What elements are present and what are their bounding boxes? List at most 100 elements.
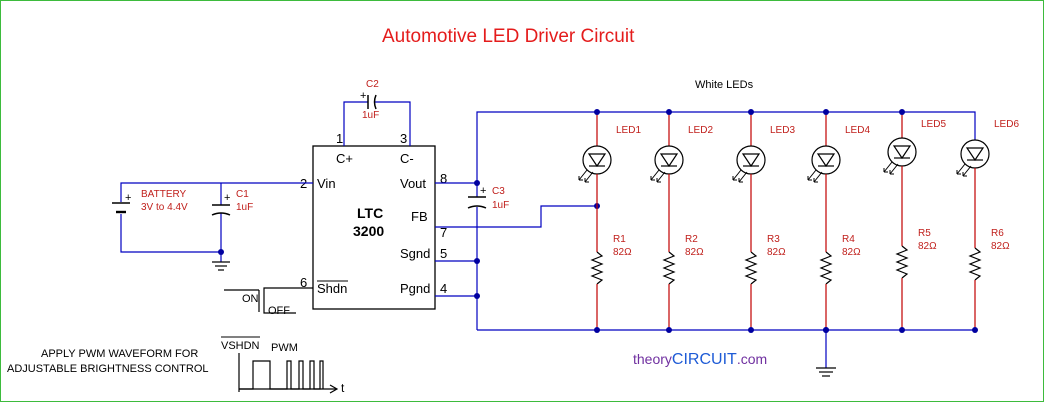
led-label: LED1	[616, 125, 641, 136]
resistor-name: R6	[991, 228, 1004, 239]
light-arrow-icon	[962, 165, 972, 177]
c3-polarity: +	[480, 185, 486, 197]
resistor-name: R1	[613, 234, 626, 245]
light-arrow-icon	[889, 163, 899, 175]
pin-label-vin: Vin	[317, 176, 336, 191]
brand-suffix: .com	[737, 351, 767, 367]
light-arrow-icon	[813, 171, 823, 183]
led-icon	[736, 145, 766, 175]
pin-num-5: 5	[440, 246, 447, 261]
brand-highlight: CIRCUIT	[672, 351, 737, 368]
light-arrow-icon	[807, 169, 817, 181]
resistor-name: R3	[767, 234, 780, 245]
battery-range: 3V to 4.4V	[141, 202, 188, 213]
junction-dot	[594, 109, 600, 115]
led-triangle	[965, 147, 985, 162]
led-branches: LED1R182ΩLED2R282ΩLED3R382ΩLED4R482ΩLED5…	[578, 109, 1019, 333]
resistor-zigzag	[590, 251, 604, 285]
pwm-note-line2: ADJUSTABLE BRIGHTNESS CONTROL	[7, 363, 209, 375]
led-triangle	[659, 153, 679, 168]
waveform-arrow	[329, 384, 339, 394]
led-icon	[887, 137, 917, 167]
led-icon	[654, 145, 684, 175]
junction-dot	[748, 327, 754, 333]
resistor-value: 82Ω	[918, 241, 937, 252]
pwm-waveform	[239, 360, 324, 390]
pin-num-7: 7	[440, 225, 447, 240]
led-label: LED5	[921, 119, 946, 130]
junction-dot	[218, 249, 224, 255]
c2-name: C2	[366, 79, 379, 90]
pin-num-6: 6	[300, 275, 307, 290]
c2-value: 1uF	[362, 110, 379, 121]
pin-label-sgnd: Sgnd	[400, 246, 430, 261]
battery-section: + BATTERY 3V to 4.4V + C1 1uF	[112, 182, 313, 271]
capacitor-c2: C2 1uF +	[343, 79, 411, 146]
led-icon	[811, 145, 841, 175]
junction-dot	[666, 327, 672, 333]
resistor-value: 82Ω	[613, 247, 632, 258]
c2-wire-left	[343, 101, 368, 146]
junction-dot	[474, 180, 480, 186]
junction-dot	[474, 258, 480, 264]
resistor-name: R2	[685, 234, 698, 245]
light-arrow-icon	[578, 169, 588, 181]
light-arrow-icon	[656, 171, 666, 183]
light-arrow-icon	[738, 171, 748, 183]
ltc3200-ic: LTC 3200 C+ C- Vin Vout FB Sgnd Pgnd Shd…	[300, 131, 447, 310]
output-section: + C3 1uF	[435, 111, 976, 377]
diagram-title: Automotive LED Driver Circuit	[382, 26, 635, 47]
brand-prefix: theory	[633, 351, 672, 367]
pin-label-cminus: C-	[400, 151, 414, 166]
resistor-value: 82Ω	[991, 241, 1010, 252]
resistor-value: 82Ω	[842, 247, 861, 258]
c3-name: C3	[492, 186, 505, 197]
resistor-value: 82Ω	[685, 247, 704, 258]
resistor-value: 82Ω	[767, 247, 786, 258]
ic-name-line1: LTC	[357, 205, 383, 221]
pin-label-fb: FB	[411, 209, 428, 224]
junction-dot	[823, 109, 829, 115]
pin-label-shdn: Shdn	[317, 281, 347, 296]
pwm-label: PWM	[271, 342, 298, 354]
shdn-switch: ON OFF	[224, 287, 313, 317]
switch-on-label: ON	[242, 293, 259, 305]
junction-dot	[972, 327, 978, 333]
led-label: LED3	[770, 125, 795, 136]
junction-dot	[594, 327, 600, 333]
c3-plate-minus	[467, 205, 487, 209]
c2-polarity: +	[360, 90, 366, 102]
vout-bus	[435, 111, 976, 184]
pin-num-3: 3	[400, 131, 407, 146]
ic-name-line2: 3200	[353, 223, 384, 239]
pin-num-1: 1	[336, 131, 343, 146]
junction-dot	[823, 327, 829, 333]
led-triangle	[741, 153, 761, 168]
junction-dot	[748, 109, 754, 115]
pin-num-4: 4	[440, 281, 447, 296]
light-arrow-icon	[650, 169, 660, 181]
resistor-name: R5	[918, 228, 931, 239]
led-icon	[960, 139, 990, 169]
pin-label-pgnd: Pgnd	[400, 281, 430, 296]
battery-polarity: +	[125, 192, 131, 204]
battery-return-wire	[120, 214, 221, 253]
resistor-zigzag	[895, 245, 909, 279]
resistor-zigzag	[968, 247, 982, 281]
led-triangle	[892, 145, 912, 160]
junction-dot	[899, 327, 905, 333]
c2-wire-right	[375, 101, 411, 146]
led-label: LED6	[994, 119, 1019, 130]
pin-num-8: 8	[440, 171, 447, 186]
vshdn-label: VSHDN	[221, 340, 260, 352]
c3-value: 1uF	[492, 200, 509, 211]
c2-plate-minus	[373, 94, 377, 110]
c1-value: 1uF	[236, 202, 253, 213]
junction-dot	[474, 293, 480, 299]
